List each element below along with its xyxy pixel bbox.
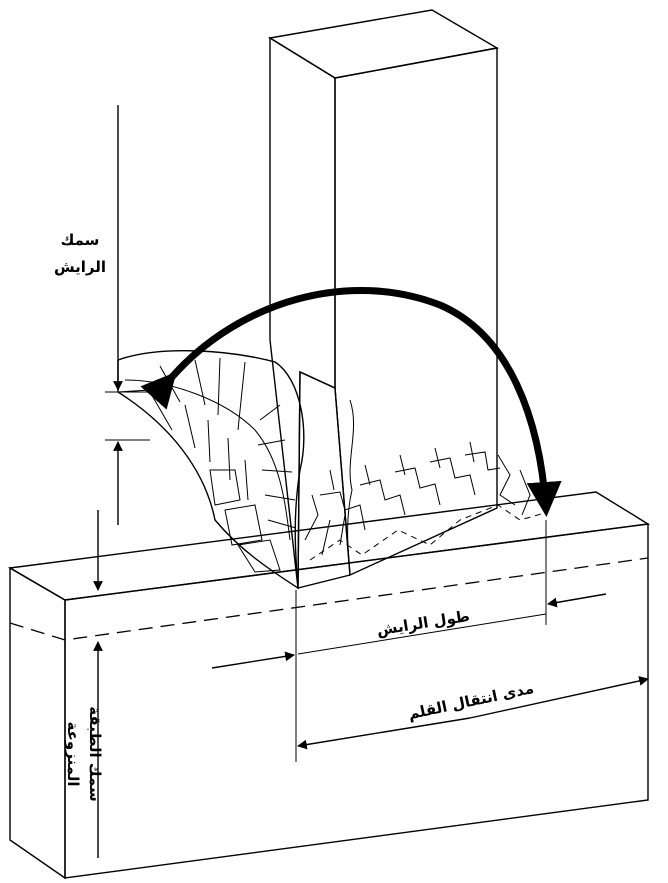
- chip-thickness-label-line1: سمك: [61, 231, 100, 249]
- depth-of-cut-line: [9, 557, 649, 641]
- layer-thickness-label: سمك الطبقة المنزوعة: [64, 706, 104, 801]
- chip-length-label: طول الرايش: [375, 607, 471, 639]
- tool-travel-label: مدى انتقال القلم: [407, 679, 536, 723]
- layer-thickness-label-line2: المنزوعة: [64, 722, 82, 787]
- chip-thickness-label-line2: الرايش: [54, 258, 106, 276]
- chip-length-dimension: [211, 520, 607, 762]
- chip-thickness-dimension: [105, 105, 150, 525]
- chip: [117, 350, 305, 590]
- shear-zone: [304, 399, 549, 576]
- chip-flow-arrow: [140, 286, 562, 517]
- tool-travel-dimension: [297, 676, 649, 750]
- layer-thickness-label-line1: سمك الطبقة: [86, 706, 104, 801]
- workpiece-block: [7, 491, 651, 880]
